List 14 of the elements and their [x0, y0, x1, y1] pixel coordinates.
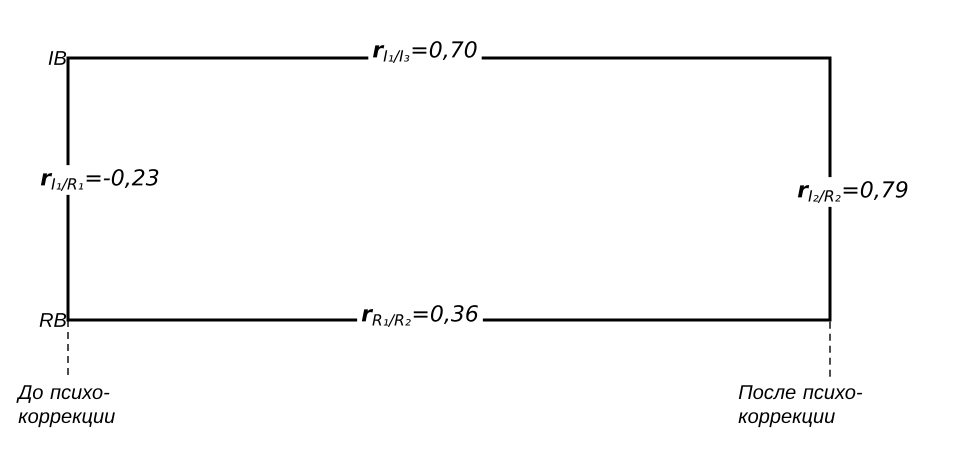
connector-line	[828, 58, 832, 320]
dashed-line	[829, 322, 831, 377]
caption-text: После психо- коррекции	[738, 385, 862, 428]
text-label: RB	[40, 313, 66, 327]
edge-label: r$_{I₁/I₃}$=0,70	[368, 37, 482, 67]
connector-line	[66, 56, 70, 322]
edge-label: r$_{R₁/R₂}$=0,36	[357, 301, 483, 331]
dashed-line	[67, 320, 69, 377]
text-label: IB	[48, 51, 66, 65]
edge-label: r$_{I₂/R₂}$=0,79	[793, 177, 913, 207]
frame-corner	[828, 56, 832, 60]
frame-corner	[828, 318, 832, 322]
caption-text: До психо- коррекции	[16, 385, 115, 428]
edge-label: r$_{I₁/R₁}$=-0,23	[36, 165, 164, 195]
